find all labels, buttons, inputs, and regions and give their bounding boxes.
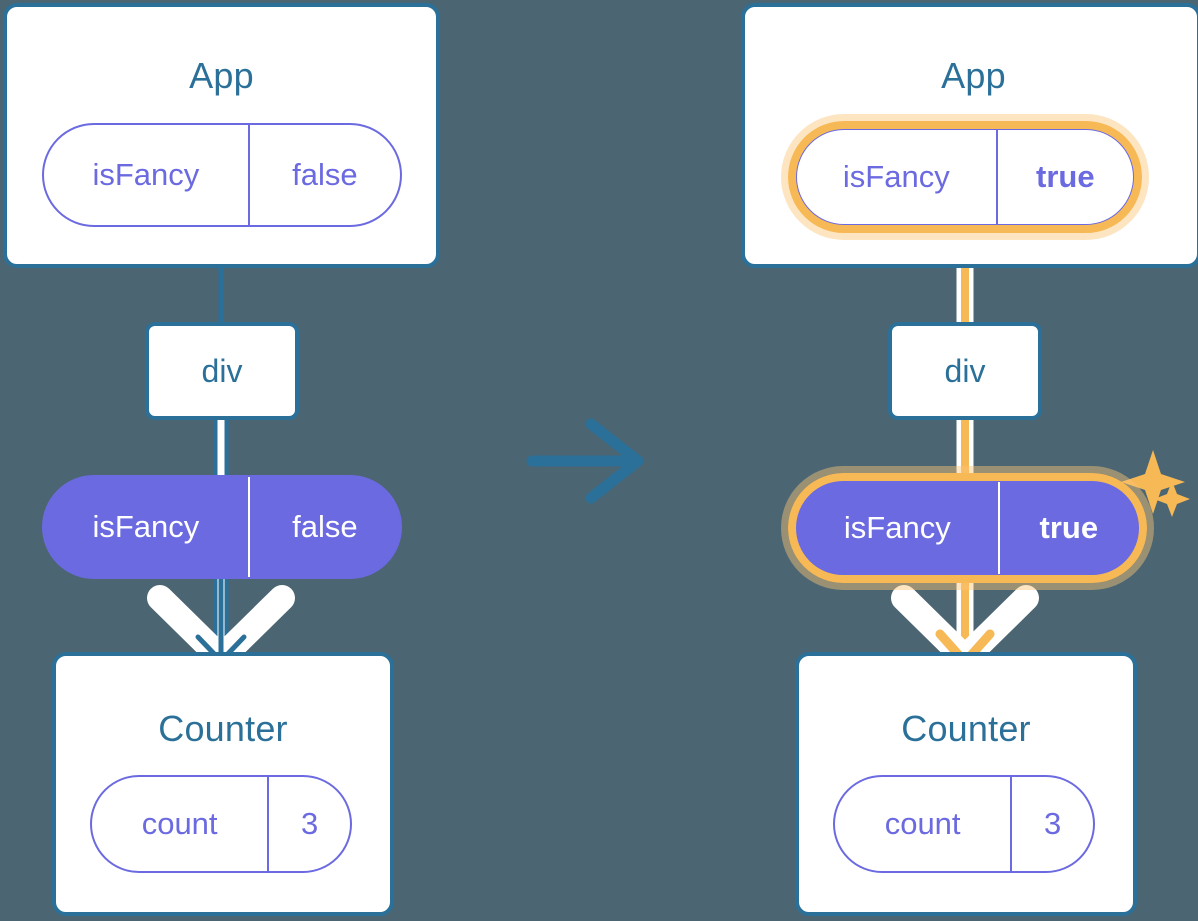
app-state-value-before: false <box>247 125 400 225</box>
div-node-before: div <box>145 322 299 420</box>
app-card-title-before: App <box>189 55 254 96</box>
prop-pill-before[interactable]: isFancy false <box>42 475 402 579</box>
counter-state-value-before: 3 <box>267 777 350 871</box>
sparkle-icon-prop <box>1121 450 1190 517</box>
prop-name-before: isFancy <box>92 509 200 544</box>
app-state-value-after: true <box>995 130 1133 224</box>
counter-card-title-before: Counter <box>158 708 288 749</box>
prop-value-before: false <box>247 477 400 577</box>
counter-state-name-after: count <box>884 806 961 841</box>
prop-name-after: isFancy <box>843 510 951 545</box>
prop-pill-after[interactable]: isFancy true <box>795 480 1140 576</box>
div-node-label-after: div <box>944 352 986 389</box>
app-state-name-after: isFancy <box>842 159 950 194</box>
arrow-right-icon <box>526 418 644 504</box>
app-state-name-before: isFancy <box>92 157 200 192</box>
prop-value-after: true <box>997 482 1138 574</box>
counter-state-pill-after[interactable]: count 3 <box>833 775 1095 873</box>
div-node-after: div <box>888 322 1042 420</box>
app-state-pill-before[interactable]: isFancy false <box>42 123 402 227</box>
div-node-label-before: div <box>201 352 243 389</box>
app-state-pill-after[interactable]: isFancy true <box>795 128 1135 226</box>
counter-state-value-after: 3 <box>1010 777 1093 871</box>
app-card-title-after: App <box>941 55 1006 96</box>
counter-state-name-before: count <box>141 806 218 841</box>
counter-card-title-after: Counter <box>901 708 1031 749</box>
counter-state-pill-before[interactable]: count 3 <box>90 775 352 873</box>
